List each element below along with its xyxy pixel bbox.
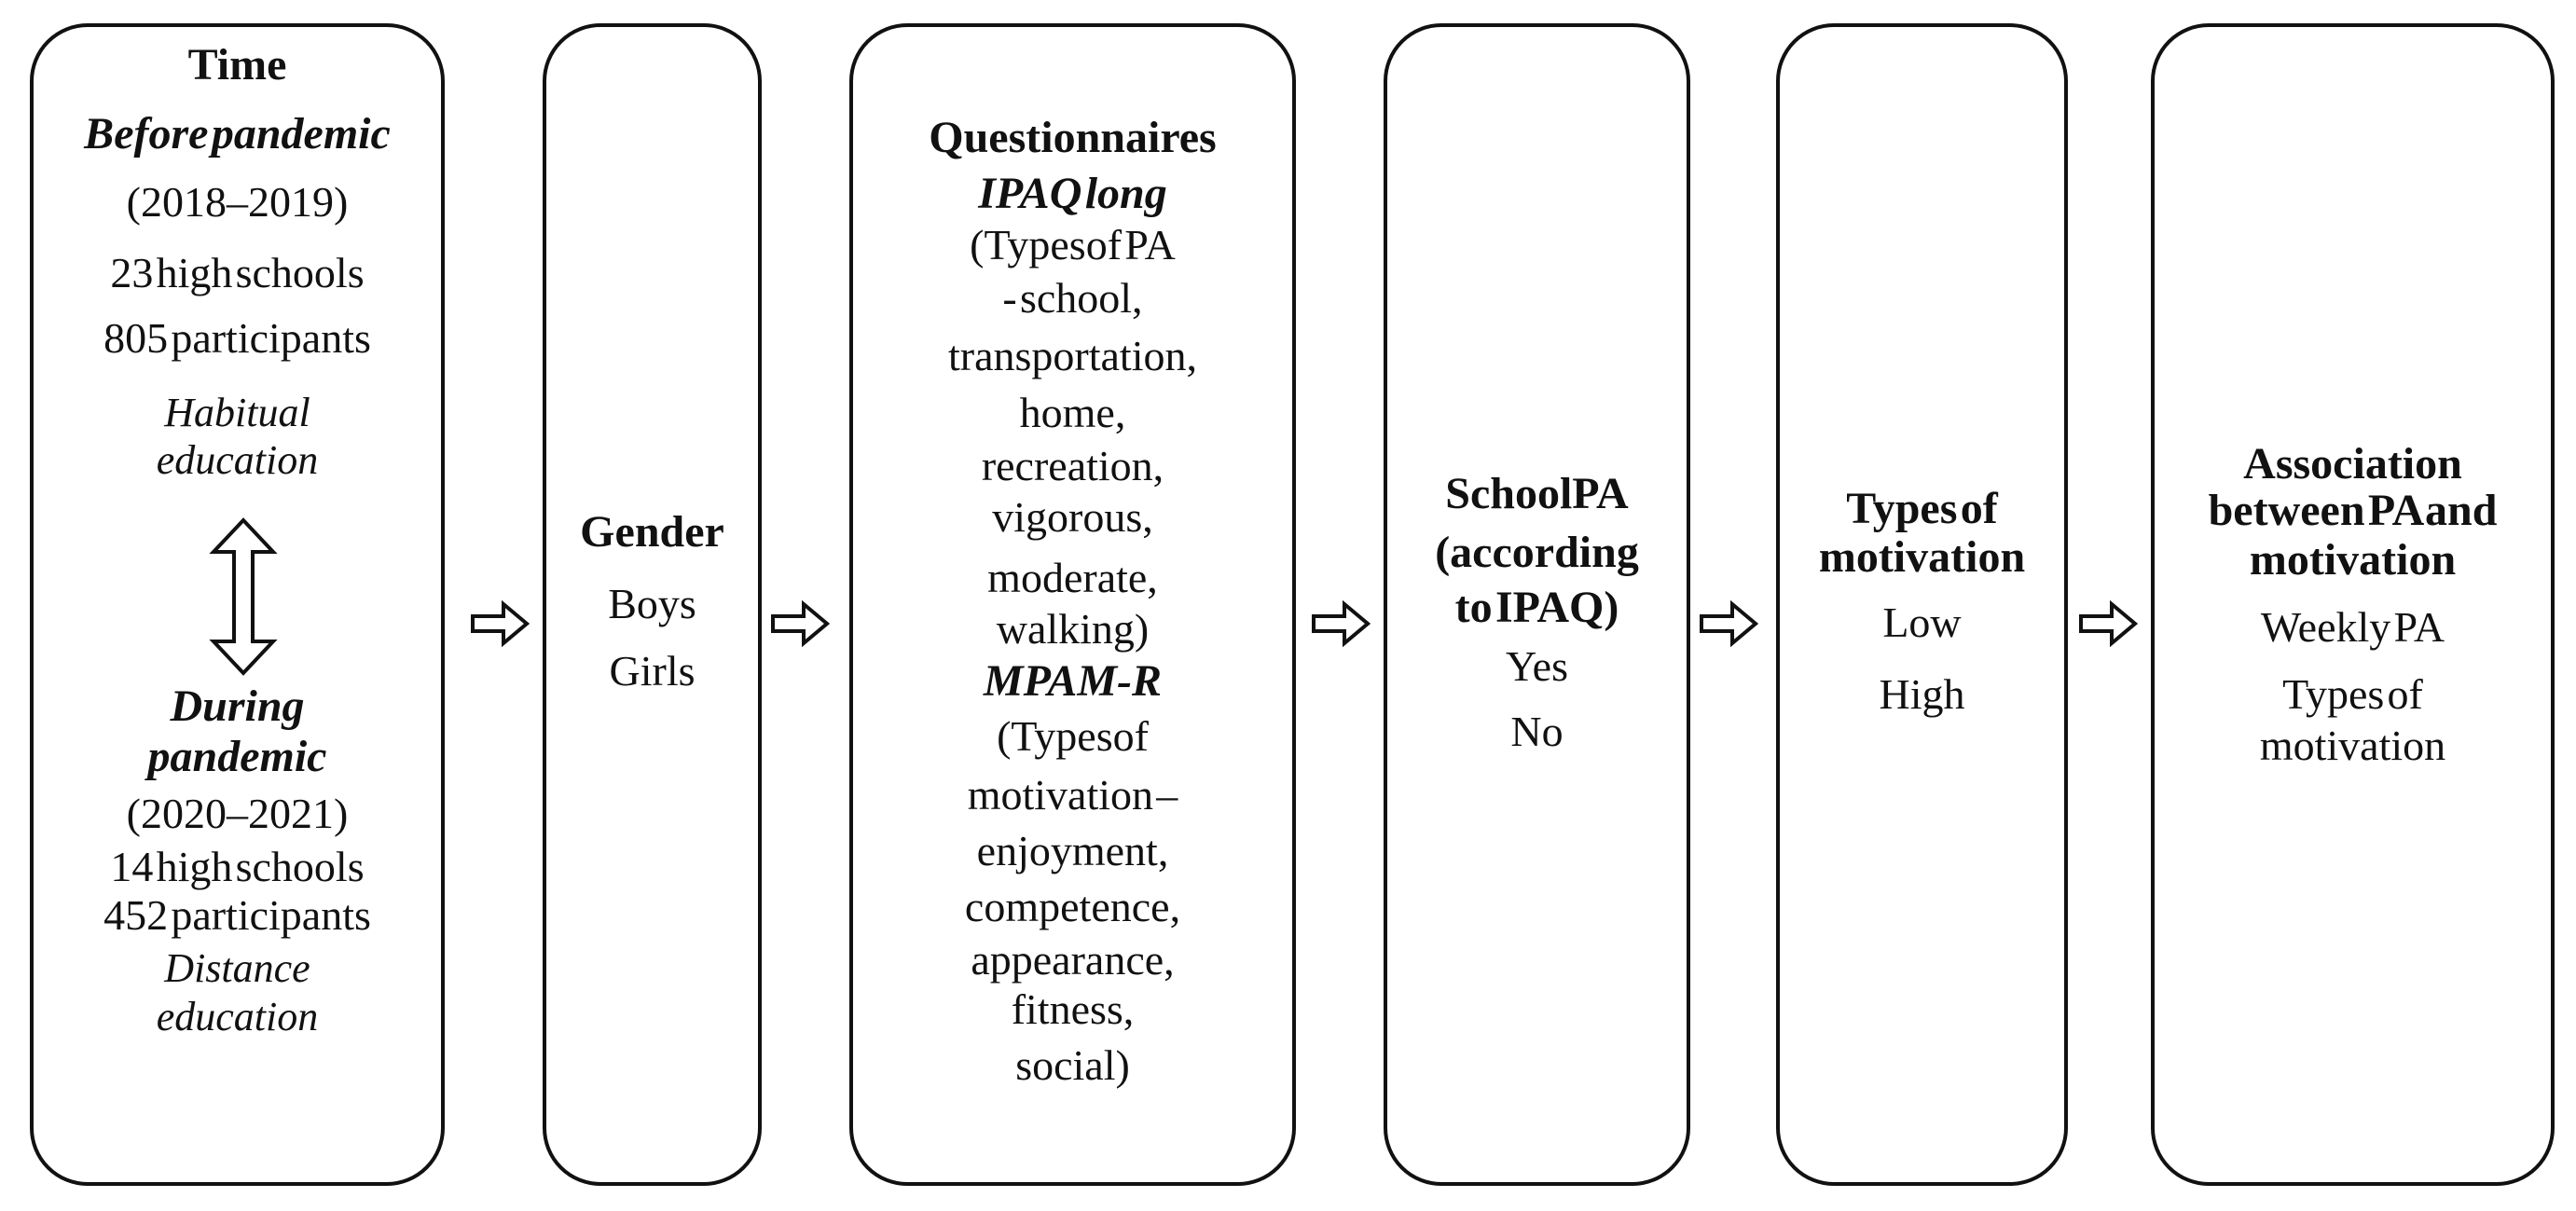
box-types-of-motivation-title: motivation [1818, 532, 2026, 582]
text-line: Boys [608, 580, 696, 627]
text-line: social) [1015, 1041, 1130, 1089]
right-arrow-icon [470, 599, 530, 649]
box-association: Association between PA and motivation We… [2151, 23, 2555, 1186]
text-line: recreation, [981, 442, 1164, 489]
text-line: - school, [1002, 274, 1143, 322]
box-association-title: between PA and [2208, 486, 2498, 535]
text-line: moderate, [987, 554, 1158, 601]
text-line: Yes [1506, 642, 1568, 690]
text-line: transportation, [948, 332, 1197, 379]
text-line: enjoyment, [976, 827, 1169, 874]
box-types-of-motivation: Types of motivation Low High [1776, 23, 2068, 1186]
box-gender: Gender Boys Girls [543, 23, 762, 1186]
box-time: Time Before pandemic (2018–2019) 23 high… [30, 23, 445, 1186]
text-line: motivation [2259, 722, 2446, 769]
box-questionnaires: Questionnaires IPAQ long (Typesof PA - s… [849, 23, 1296, 1186]
right-arrow-icon [770, 599, 830, 649]
text-line: Low [1882, 599, 1962, 646]
text-line: 452 participants [103, 891, 371, 939]
text-line: Habitual [164, 390, 310, 435]
box-gender-title: Gender [580, 507, 724, 557]
text-line: 14 high schools [110, 843, 365, 890]
box-association-title: Association [2243, 439, 2462, 489]
text-line: High [1879, 670, 1965, 718]
text-line: 23 high schools [110, 249, 365, 296]
box-types-of-motivation-title: Types of [1846, 484, 1998, 533]
text-line: (2020–2021) [126, 790, 349, 837]
text-line: vigorous, [992, 493, 1153, 541]
ipaq-long-label: IPAQ long [978, 169, 1167, 218]
right-arrow-icon [2078, 599, 2138, 649]
box-school-pa-title: to IPAQ) [1454, 583, 1619, 632]
text-line: competence, [964, 883, 1181, 930]
text-line: appearance, [971, 936, 1175, 984]
right-arrow-icon [1311, 599, 1371, 649]
before-pandemic-label: Before pandemic [84, 109, 391, 158]
up-down-arrow-icon [209, 517, 278, 676]
box-school-pa: SchoolPA (according to IPAQ) Yes No [1384, 23, 1690, 1186]
text-line: Girls [609, 647, 696, 695]
text-line: motivation – [967, 771, 1178, 819]
mpam-r-label: MPAM-R [983, 656, 1163, 706]
text-line: Weekly PA [2260, 603, 2445, 651]
right-arrow-icon [1699, 599, 1758, 649]
box-school-pa-title: (according [1435, 528, 1639, 577]
text-line: 805 participants [103, 314, 371, 362]
text-line: walking) [996, 605, 1150, 653]
text-line: home, [1019, 389, 1126, 436]
box-school-pa-title: SchoolPA [1445, 469, 1629, 518]
box-questionnaires-title: Questionnaires [929, 113, 1217, 162]
text-line: (Typesof PA [970, 221, 1176, 268]
box-time-title: Time [187, 40, 287, 89]
text-line: education [156, 437, 319, 483]
text-line: No [1510, 708, 1564, 755]
during-pandemic-label: During [170, 681, 305, 731]
text-line: Types of [2282, 670, 2423, 718]
text-line: education [156, 994, 319, 1039]
text-line: Distance [164, 945, 310, 991]
box-association-title: motivation [2249, 535, 2457, 585]
text-line: (2018–2019) [126, 178, 349, 226]
text-line: fitness, [1011, 985, 1135, 1033]
text-line: (Typesof [997, 712, 1149, 760]
during-pandemic-label: pandemic [147, 732, 327, 781]
